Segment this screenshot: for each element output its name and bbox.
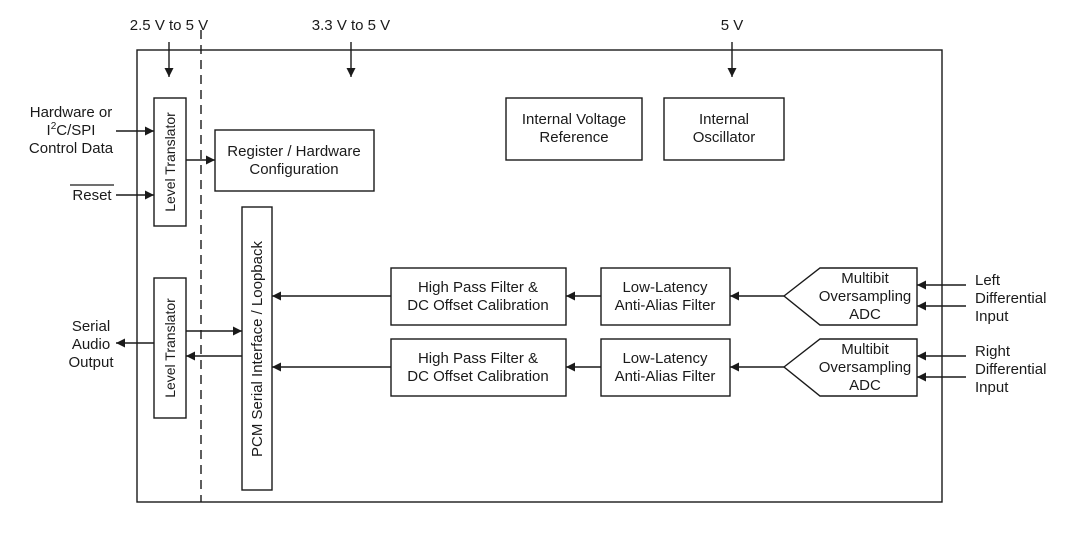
pcm-serial-interface-block bbox=[241, 206, 273, 491]
level-translator-bottom bbox=[153, 277, 187, 419]
register-config-line2: Configuration bbox=[249, 161, 338, 178]
left-input-line2: Differential bbox=[975, 290, 1046, 307]
aaf-left-line1: Low-Latency bbox=[622, 279, 708, 296]
adc-left-line3: ADC bbox=[849, 306, 881, 323]
adc-left-line2: Oversampling bbox=[819, 288, 912, 305]
serial-output-line1: Serial bbox=[72, 318, 110, 335]
supply-digital-label: 5 V bbox=[721, 17, 744, 34]
level-translator-bottom-label: Level Translator bbox=[162, 298, 178, 398]
serial-output-line2: Audio bbox=[72, 336, 110, 353]
hpf-left-line1: High Pass Filter & bbox=[418, 279, 538, 296]
oscillator-line2: Oscillator bbox=[693, 129, 756, 146]
register-config-block bbox=[214, 129, 375, 192]
aaf-right-block bbox=[600, 338, 731, 397]
chip-outline bbox=[136, 49, 943, 503]
adc-right-line2: Oversampling bbox=[819, 359, 912, 376]
adc-left-block bbox=[782, 267, 918, 326]
voltage-reference-block bbox=[505, 97, 643, 161]
pcm-serial-interface-label: PCM Serial Interface / Loopback bbox=[249, 241, 266, 457]
reset-label: Reset bbox=[72, 187, 112, 204]
register-config-line1: Register / Hardware bbox=[227, 143, 360, 160]
adc-left-line1: Multibit bbox=[841, 270, 889, 287]
voltage-reference-line2: Reference bbox=[539, 129, 608, 146]
control-label-line1: Hardware or bbox=[30, 104, 113, 121]
control-label-line3: Control Data bbox=[29, 140, 114, 157]
oscillator-line1: Internal bbox=[699, 111, 749, 128]
supply-io-label: 2.5 V to 5 V bbox=[130, 17, 208, 34]
level-translator-top bbox=[153, 97, 187, 227]
hpf-left-block bbox=[390, 267, 567, 326]
aaf-right-line2: Anti-Alias Filter bbox=[615, 368, 716, 385]
aaf-left-line2: Anti-Alias Filter bbox=[615, 297, 716, 314]
hpf-left-line2: DC Offset Calibration bbox=[407, 297, 548, 314]
hpf-right-line1: High Pass Filter & bbox=[418, 350, 538, 367]
serial-output-line3: Output bbox=[68, 354, 114, 371]
supply-analog-label: 3.3 V to 5 V bbox=[312, 17, 390, 34]
hpf-right-block bbox=[390, 338, 567, 397]
adc-right-line1: Multibit bbox=[841, 341, 889, 358]
right-input-line2: Differential bbox=[975, 361, 1046, 378]
adc-right-block bbox=[782, 338, 918, 397]
aaf-right-line1: Low-Latency bbox=[622, 350, 708, 367]
left-input-line3: Input bbox=[975, 308, 1009, 325]
right-input-line3: Input bbox=[975, 379, 1009, 396]
left-input-line1: Left bbox=[975, 272, 1001, 289]
oscillator-block bbox=[663, 97, 785, 161]
voltage-reference-line1: Internal Voltage bbox=[522, 111, 626, 128]
level-translator-top-label: Level Translator bbox=[162, 112, 178, 212]
hpf-right-line2: DC Offset Calibration bbox=[407, 368, 548, 385]
control-label-line2: I2C/SPI bbox=[47, 121, 96, 139]
adc-right-line3: ADC bbox=[849, 377, 881, 394]
right-input-line1: Right bbox=[975, 343, 1011, 360]
